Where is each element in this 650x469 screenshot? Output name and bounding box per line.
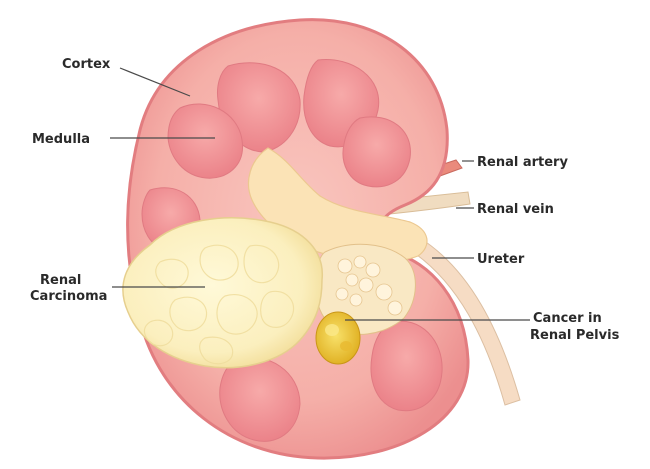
kidney [123,20,468,458]
label-cortex: Cortex [62,57,111,72]
label-renal-artery: Renal artery [477,155,568,170]
label-renal-vein: Renal vein [477,202,554,217]
label-ureter: Ureter [477,252,525,267]
label-cancer-line2: Renal Pelvis [530,328,620,343]
label-cancer-line1: Cancer in [533,311,602,326]
label-medulla: Medulla [32,132,90,147]
label-renal-carcinoma-line2: Carcinoma [30,289,107,304]
label-renal-carcinoma-line1: Renal [40,273,81,288]
